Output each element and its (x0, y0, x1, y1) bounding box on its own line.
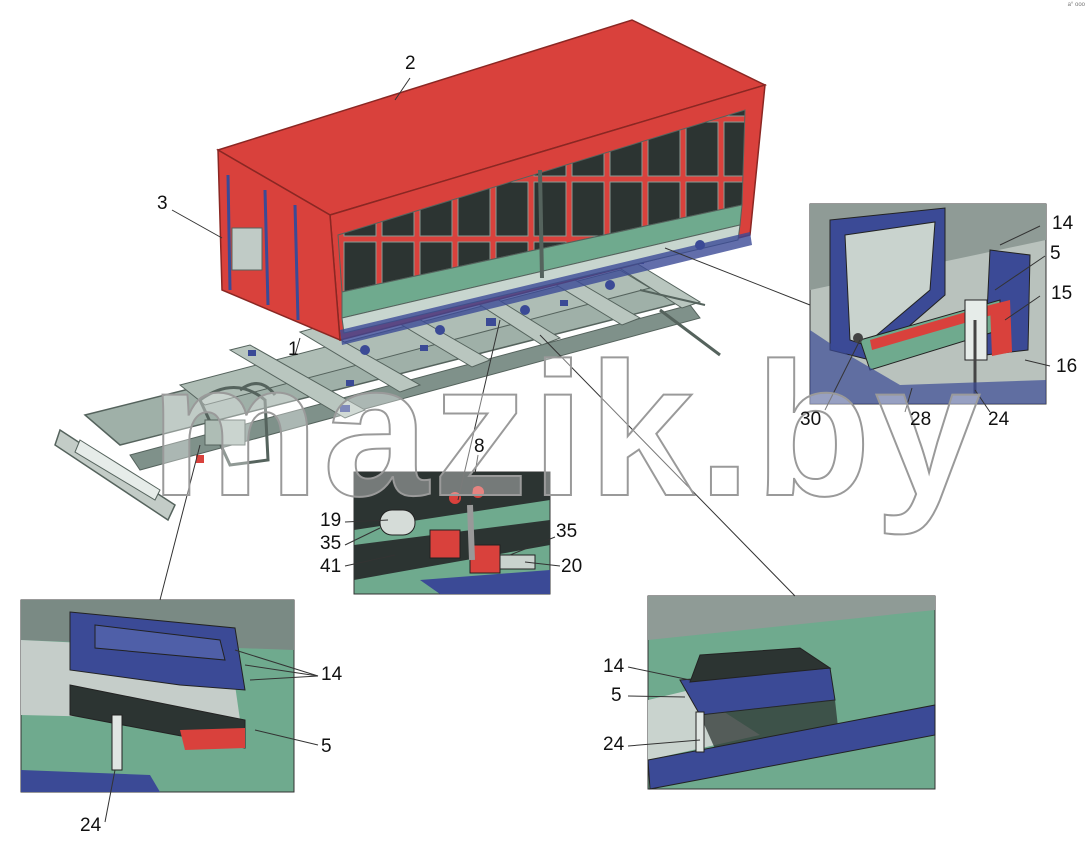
detail-view-center (353, 471, 551, 595)
callout-19: 19 (320, 510, 342, 531)
watermark-text: mazik.by (149, 324, 985, 536)
callout-14-right-detail: 14 (1052, 213, 1074, 234)
callout-14-lower-right: 14 (603, 656, 625, 677)
callout-2: 2 (405, 53, 416, 74)
callout-35-left: 35 (320, 533, 342, 554)
callout-3: 3 (157, 193, 168, 214)
callout-14-lower-left: 14 (321, 664, 343, 685)
corner-mark: a° ooo (1067, 2, 1085, 8)
detail-view-right (809, 203, 1047, 405)
callout-15: 15 (1051, 283, 1073, 304)
callout-5-lower-right: 5 (611, 685, 622, 706)
callout-41: 41 (320, 556, 342, 577)
callout-16: 16 (1056, 356, 1078, 377)
callout-8: 8 (474, 436, 485, 457)
callout-24-lower-left: 24 (80, 815, 102, 836)
callout-30: 30 (800, 409, 822, 430)
callout-5-lower-left: 5 (321, 736, 332, 757)
callout-24-lower-right: 24 (603, 734, 625, 755)
callout-20: 20 (561, 556, 583, 577)
leader-lines (104, 77, 1051, 823)
callout-24-right-detail: 24 (988, 409, 1010, 430)
callout-1: 1 (288, 339, 299, 360)
callout-5-right-detail: 5 (1050, 243, 1061, 264)
callout-28: 28 (910, 409, 932, 430)
detail-view-lower-right (647, 595, 936, 790)
van-body (216, 19, 768, 355)
detail-view-lower-left (20, 599, 295, 793)
callout-35-right: 35 (556, 521, 578, 542)
